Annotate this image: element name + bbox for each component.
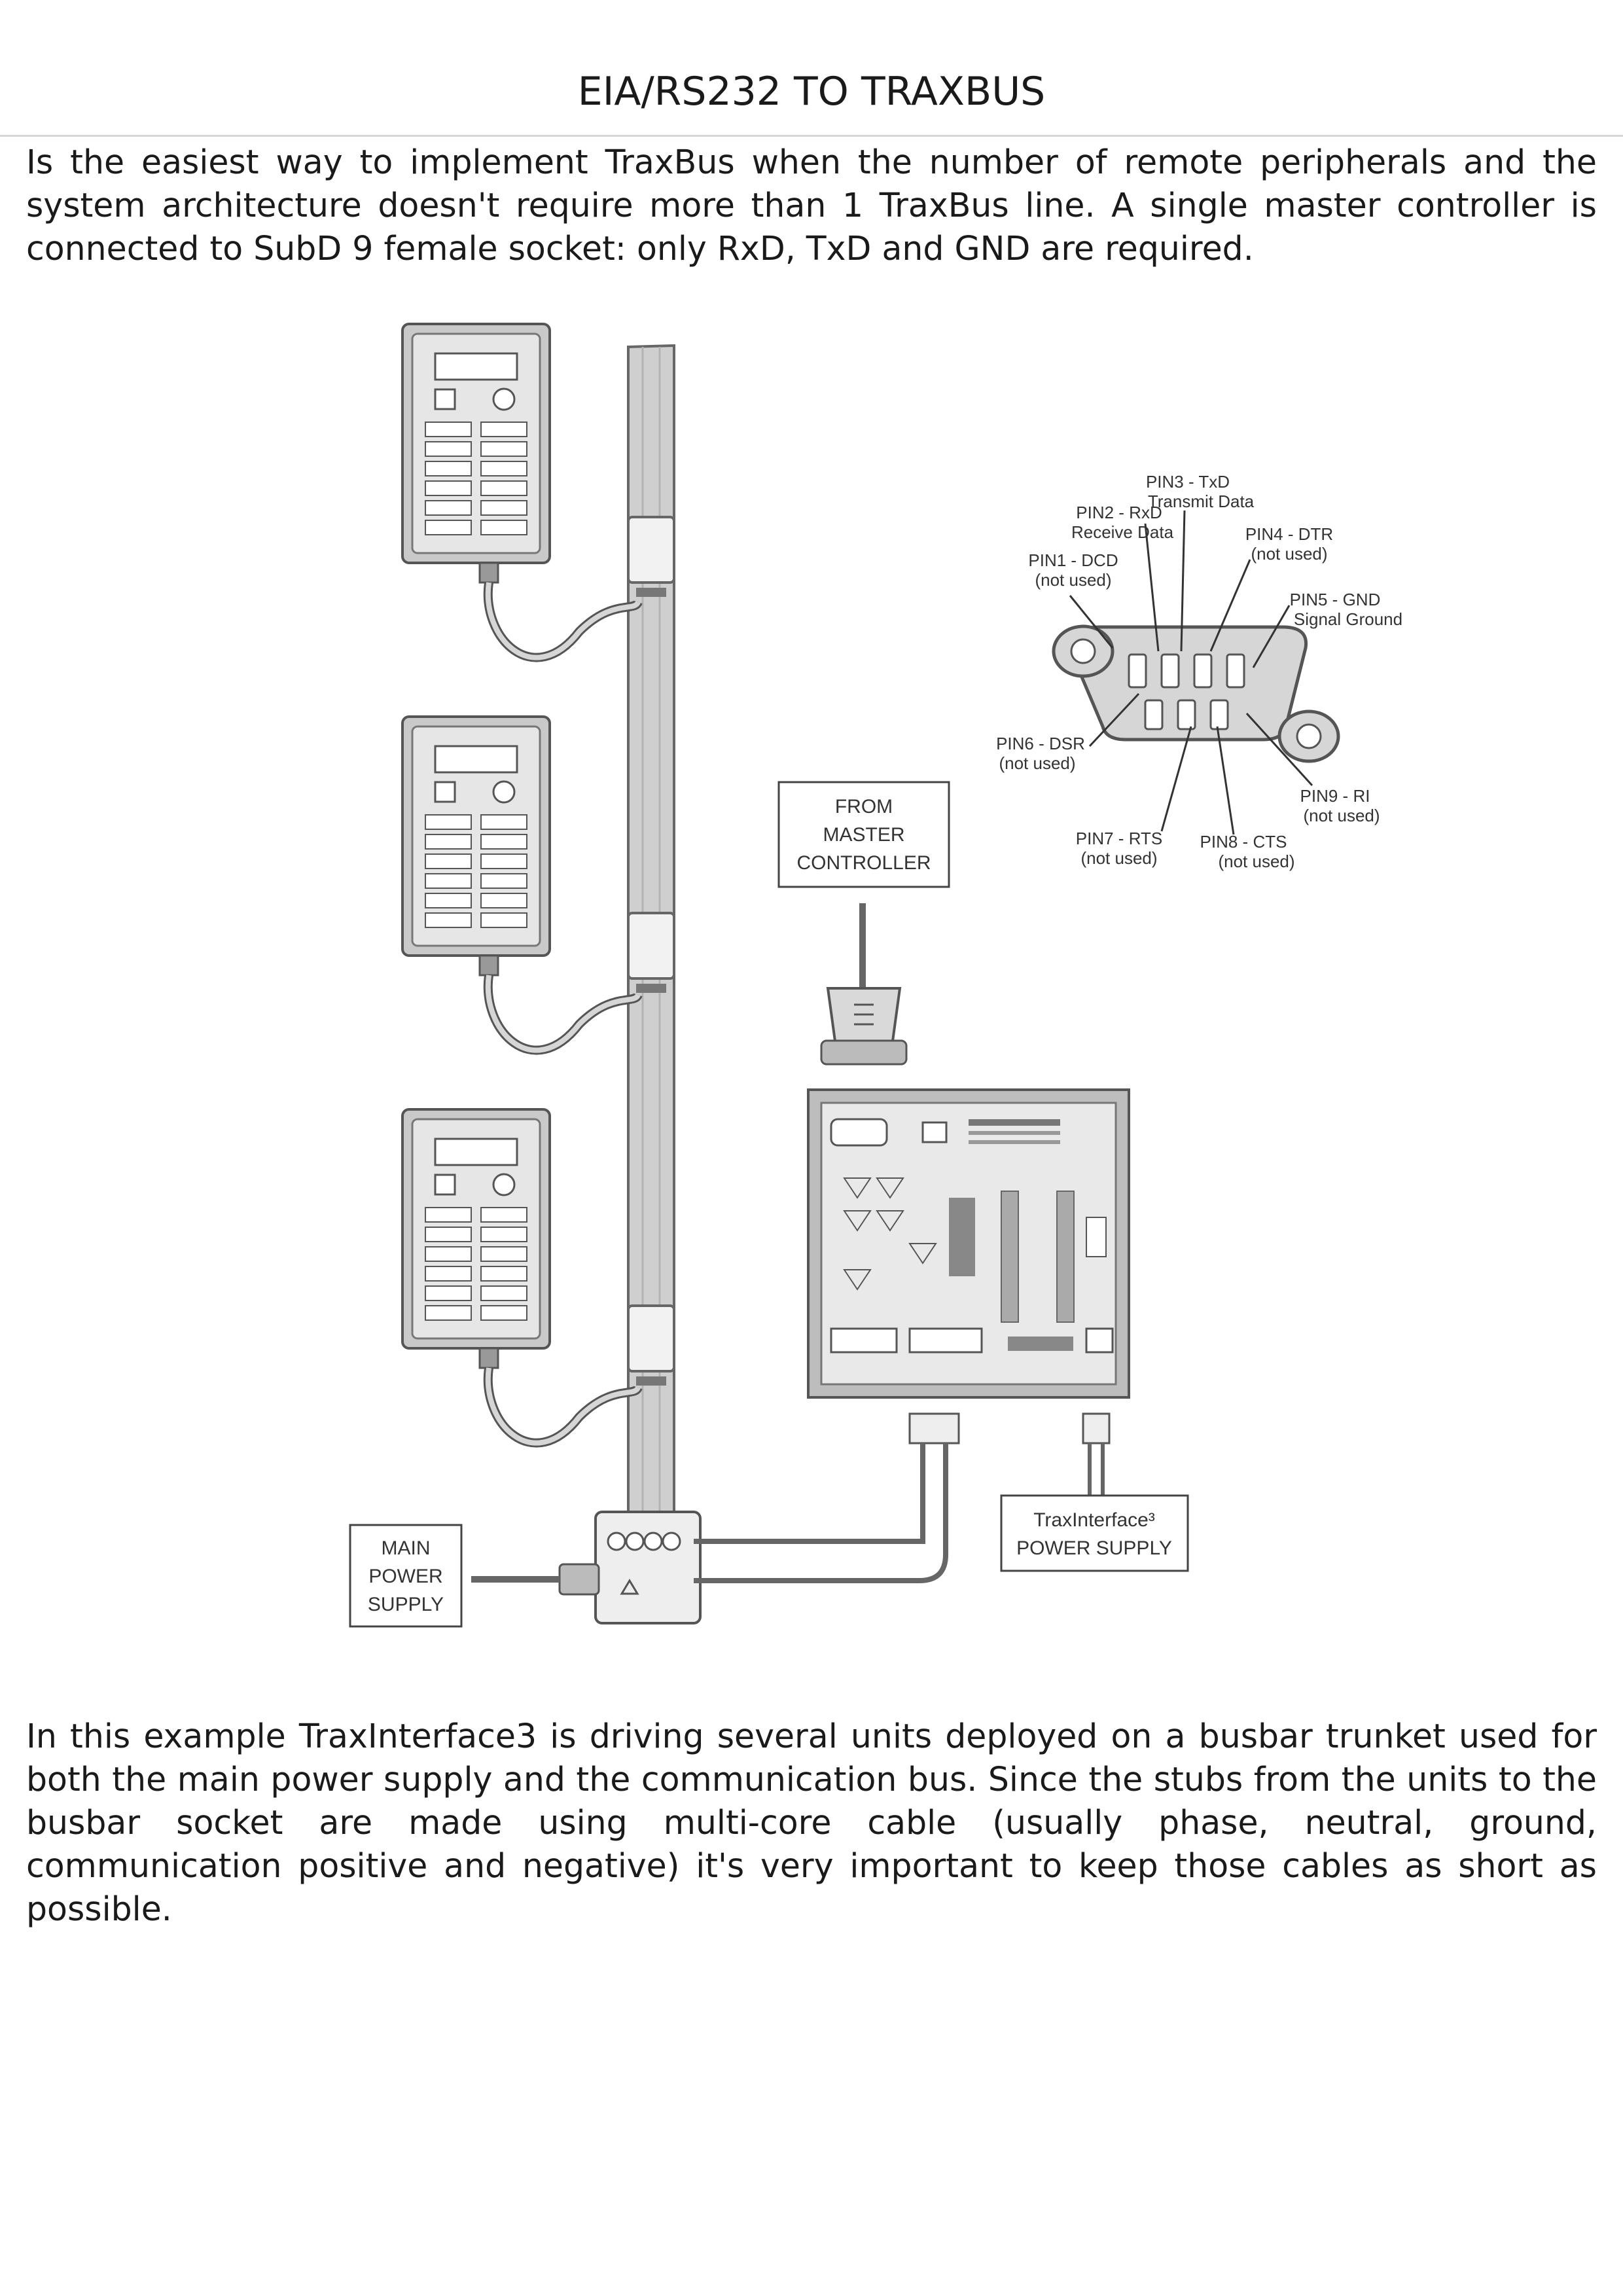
title-divider <box>0 135 1623 137</box>
pin5-desc: Signal Ground <box>1294 609 1402 629</box>
junction-box <box>594 1511 702 1624</box>
pin3-label: PIN3 - TxD <box>1146 472 1230 492</box>
main-power-label-1: MAIN <box>382 1537 431 1559</box>
pin8-desc: (not used) <box>1218 852 1294 871</box>
db9-pinout-diagram: PIN1 - DCD (not used) PIN2 - RxD Receive… <box>996 472 1402 871</box>
interface-power-label-2: POWER SUPPLY <box>1016 1537 1172 1559</box>
busbar-socket <box>627 912 675 993</box>
pin2-desc: Receive Data <box>1071 522 1174 542</box>
master-label-2: MASTER <box>823 824 904 846</box>
remote-unit <box>401 715 643 1055</box>
traxinterface-module <box>807 1088 1130 1399</box>
pin7-label: PIN7 - RTS <box>1076 829 1162 848</box>
master-controller-box: FROM MASTER CONTROLLER <box>777 781 950 888</box>
traxinterface-power-supply-box: TraxInterface³ POWER SUPPLY <box>1000 1494 1189 1572</box>
main-power-supply-box: MAIN POWER SUPPLY <box>349 1524 463 1628</box>
page-title: EIA/RS232 TO TRAXBUS <box>577 69 1046 115</box>
pin4-desc: (not used) <box>1251 544 1327 564</box>
power-terminal-plug <box>1082 1412 1111 1444</box>
master-label-1: FROM <box>835 796 893 817</box>
pin7-desc: (not used) <box>1080 848 1157 868</box>
bus-cable <box>694 1443 925 1544</box>
pin3-desc: Transmit Data <box>1148 492 1255 511</box>
example-paragraph: In this example TraxInterface3 is drivin… <box>26 1717 1597 1928</box>
pin8-label: PIN8 - CTS <box>1200 832 1287 852</box>
interface-power-label-1: TraxInterface³ <box>1033 1509 1155 1531</box>
pin5-label: PIN5 - GND <box>1290 590 1381 609</box>
pin9-label: PIN9 - RI <box>1300 786 1370 806</box>
bus-cable <box>694 1443 948 1583</box>
remote-unit <box>401 323 643 662</box>
db9-plug <box>820 987 908 1066</box>
pin1-desc: (not used) <box>1035 570 1111 590</box>
busbar-socket <box>627 1304 675 1386</box>
bus-terminal-plug <box>908 1412 960 1444</box>
cable-gland <box>558 1563 600 1596</box>
wiring-diagram: MAIN POWER SUPPLY FROM MASTER CONTROLLER <box>349 323 1402 1628</box>
pin2-label: PIN2 - RxD <box>1076 503 1162 522</box>
pin9-desc: (not used) <box>1303 806 1380 825</box>
main-power-label-2: POWER <box>368 1566 442 1587</box>
pin4-label: PIN4 - DTR <box>1245 524 1333 544</box>
main-power-label-3: SUPPLY <box>368 1594 444 1615</box>
remote-unit <box>401 1108 643 1448</box>
pin1-label: PIN1 - DCD <box>1028 550 1118 570</box>
busbar-socket <box>627 516 675 597</box>
intro-paragraph: Is the easiest way to implement TraxBus … <box>26 143 1597 268</box>
pin6-desc: (not used) <box>999 753 1075 773</box>
pin6-label: PIN6 - DSR <box>996 734 1085 753</box>
master-label-3: CONTROLLER <box>796 852 931 874</box>
